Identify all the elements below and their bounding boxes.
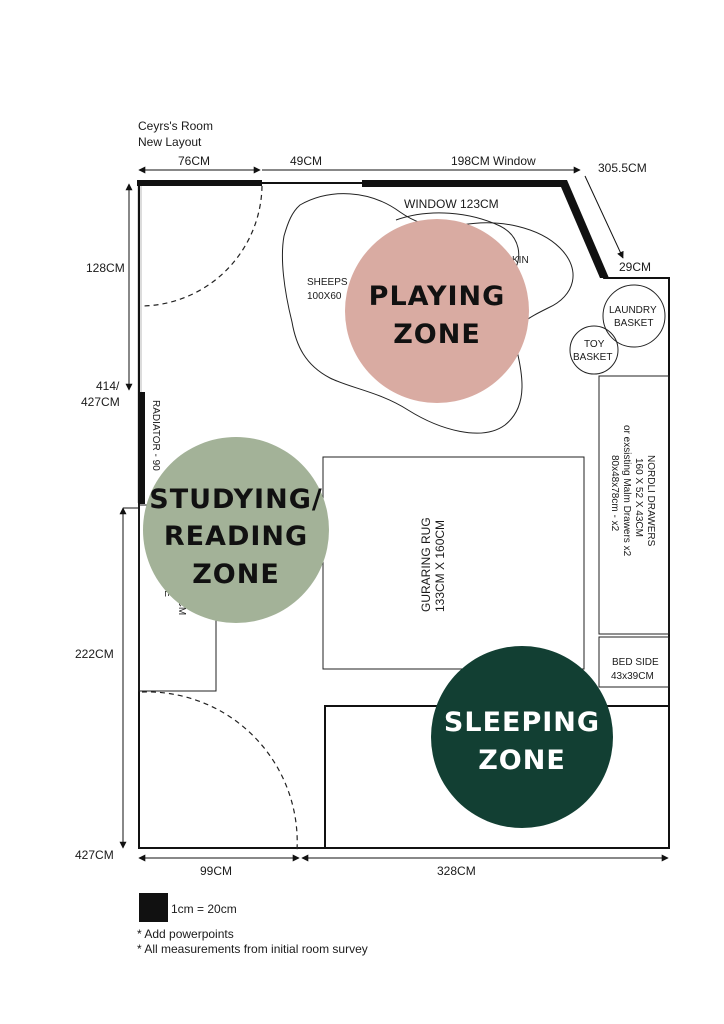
playing-zone-label-1: PLAYING [369,281,506,312]
dim-bottom-left: 99CM [200,864,232,878]
dim-left-lower: 222CM [75,647,114,661]
bedside-table [598,636,670,688]
scale-label: 1cm = 20cm [171,902,237,916]
toy-basket [569,325,619,375]
studying-zone-label-1: STUDYING/ [149,484,322,515]
dim-left-upper: 128CM [86,261,125,275]
laundry-label-1: LAUNDRY [609,305,657,316]
studying-zone-circle [143,437,329,623]
drawers-label-3: or exsisting Malm Drawers x2 [621,425,632,557]
radiator-label-group: RADIATOR - 90 [150,400,161,471]
sleeping-zone-label-1: SLEEPING [444,707,600,738]
sleeping-zone-label-2: ZONE [478,745,566,776]
nordli-drawers [598,375,670,635]
dim-left-total-2: 427CM [81,395,120,409]
studying-zone-label-2: READING [164,521,308,552]
radiator-label: RADIATOR - 90 [150,400,161,471]
note-powerpoints: * Add powerpoints [137,927,234,941]
sleeping-zone-circle [431,646,613,828]
scale-swatch [139,893,168,922]
door-swing-bottom [141,691,298,851]
sheepskin-label-2: 100X60 [307,291,342,302]
wall-left-shade [137,183,142,503]
gurarring-rug [322,456,585,670]
playing-zone-circle [345,219,529,403]
note-survey: * All measurements from initial room sur… [137,942,368,956]
laundry-basket [602,284,666,348]
rug-label-2: 133CM X 160CM [433,520,447,612]
dim-top-left: 76CM [178,154,210,168]
toy-label-2: BASKET [573,352,612,363]
toy-label-1: TOY [584,339,605,350]
dim-top-mid: 49CM [290,154,322,168]
sheepskin-label-1: SHEEPS [307,277,348,288]
dim-top-right: 305.5CM [598,161,647,175]
window-wall-angled [558,180,609,278]
door-swing-top [141,185,263,307]
wall-top-left [137,180,262,186]
dim-left-bottom: 427CM [75,848,114,862]
skin-label: KIN [512,255,529,266]
rug-label-1: GURARING RUG [419,517,433,612]
bedside-label-2: 43x39CM [611,671,654,682]
drawers-label-group: NORDLI DRAWERS 160 X 52 X 43CM or exsist… [609,425,656,557]
drawers-label-4: 80x48x78cm - x2 [609,455,620,532]
drawers-label-2: 160 X 52 X 43CM [633,458,644,537]
dim-left-total-1: 414/ [96,379,120,393]
plan-subtitle: New Layout [138,135,202,149]
radiator-wall [139,392,145,504]
plan-title: Ceyrs's Room [138,119,213,133]
dim-line-top-right [584,175,624,259]
rug-label-group: GURARING RUG 133CM X 160CM [419,517,447,612]
studying-zone-label-3: ZONE [192,559,280,590]
playing-zone-label-2: ZONE [393,319,481,350]
laundry-label-2: BASKET [614,318,653,329]
drawers-label-1: NORDLI DRAWERS [645,455,656,547]
window-wall [362,180,565,187]
dim-top-window: 198CM Window [451,154,536,168]
dim-bottom-right: 328CM [437,864,476,878]
window-label: WINDOW 123CM [404,197,499,211]
dim-right-small: 29CM [619,260,651,274]
bedside-label-1: BED SIDE [612,657,659,668]
